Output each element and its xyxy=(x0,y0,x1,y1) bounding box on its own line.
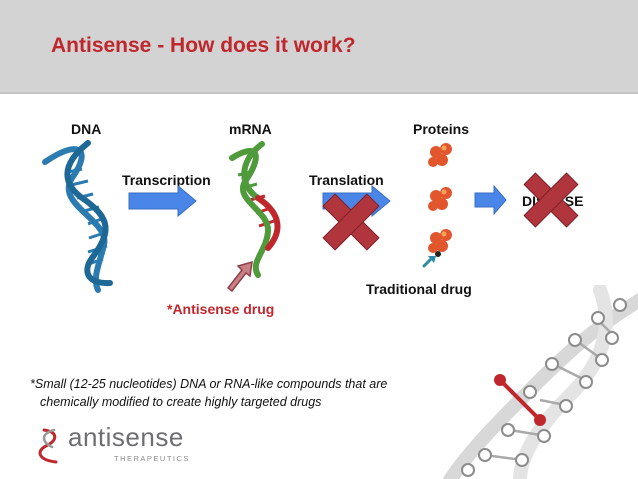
logo-subtitle: THERAPEUTICS xyxy=(114,454,190,463)
slide-title: Antisense - How does it work? xyxy=(51,34,356,57)
logo-name: antisense xyxy=(68,422,184,452)
logo-mark-icon xyxy=(38,428,58,464)
traditional-drug-label: Traditional drug xyxy=(366,281,472,297)
transcription-label: Transcription xyxy=(122,172,211,188)
footnote-line-2: chemically modified to create highly tar… xyxy=(40,395,322,409)
footnote: *Small (12-25 nucleotides) DNA or RNA-li… xyxy=(30,375,387,411)
header-bar: Antisense - How does it work? xyxy=(0,0,638,94)
mrna-label: mRNA xyxy=(229,121,272,137)
dna-label: DNA xyxy=(71,121,102,137)
footnote-line-1: *Small (12-25 nucleotides) DNA or RNA-li… xyxy=(30,377,388,391)
company-logo: antisense THERAPEUTICS xyxy=(34,422,188,470)
proteins-label: Proteins xyxy=(413,121,470,137)
translation-label: Translation xyxy=(309,172,384,188)
antisense-drug-label: *Antisense drug xyxy=(167,301,275,317)
